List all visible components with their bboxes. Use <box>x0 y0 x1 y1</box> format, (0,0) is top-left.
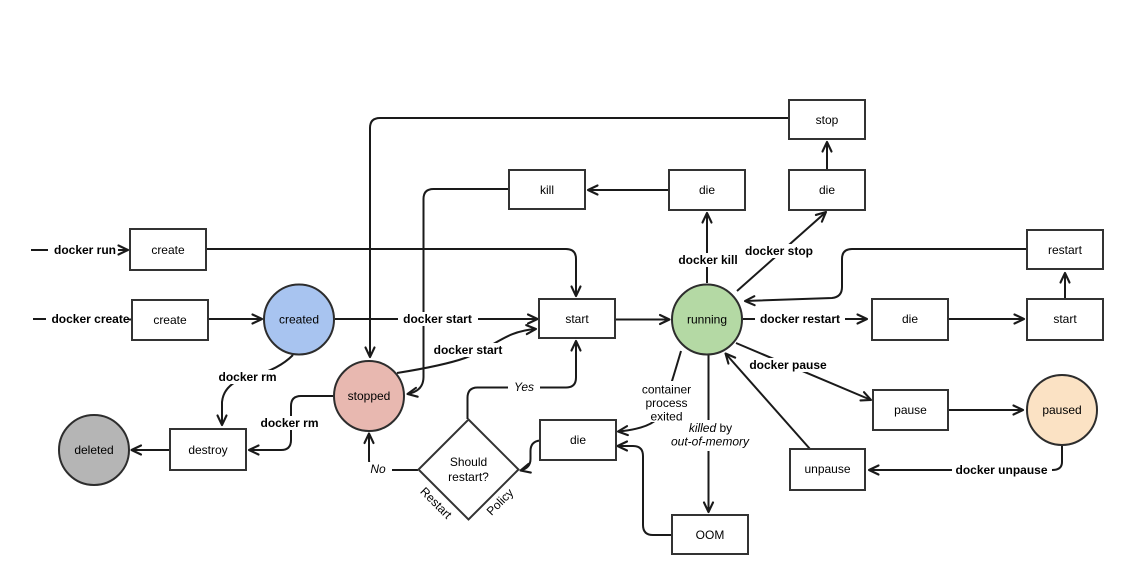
svg-text:unpause: unpause <box>804 462 850 476</box>
svg-text:out-of-memory: out-of-memory <box>671 435 750 449</box>
svg-text:kill: kill <box>540 183 554 197</box>
svg-text:docker rm: docker rm <box>218 370 276 384</box>
svg-text:running: running <box>687 313 727 327</box>
svg-text:process: process <box>645 396 687 410</box>
svg-text:container: container <box>642 383 691 397</box>
svg-text:die: die <box>699 183 715 197</box>
svg-text:docker kill: docker kill <box>678 253 737 267</box>
svg-text:Should: Should <box>450 455 487 469</box>
svg-text:docker stop: docker stop <box>745 244 813 258</box>
svg-text:start: start <box>565 312 589 326</box>
svg-text:restart?: restart? <box>448 470 489 484</box>
svg-text:restart: restart <box>1048 243 1083 257</box>
svg-text:docker start: docker start <box>434 343 503 357</box>
svg-text:paused: paused <box>1042 403 1081 417</box>
svg-text:killed by: killed by <box>689 421 732 435</box>
svg-text:pause: pause <box>894 403 927 417</box>
svg-text:docker rm: docker rm <box>260 416 318 430</box>
svg-text:die: die <box>570 433 586 447</box>
svg-text:docker restart: docker restart <box>760 312 840 326</box>
svg-text:create: create <box>151 243 185 257</box>
svg-text:start: start <box>1053 312 1077 326</box>
svg-text:stopped: stopped <box>348 389 391 403</box>
svg-text:exited: exited <box>650 410 682 424</box>
svg-text:No: No <box>370 462 386 476</box>
svg-text:Yes: Yes <box>514 380 534 394</box>
svg-text:docker unpause: docker unpause <box>955 463 1047 477</box>
svg-text:create: create <box>153 313 187 327</box>
svg-text:docker run: docker run <box>54 243 116 257</box>
svg-text:OOM: OOM <box>696 528 725 542</box>
svg-text:die: die <box>902 312 918 326</box>
svg-text:docker create: docker create <box>51 312 129 326</box>
svg-text:deleted: deleted <box>74 443 113 457</box>
svg-text:stop: stop <box>816 113 839 127</box>
svg-text:die: die <box>819 183 835 197</box>
svg-text:destroy: destroy <box>188 443 227 457</box>
svg-text:created: created <box>279 313 319 327</box>
svg-text:docker pause: docker pause <box>749 358 827 372</box>
svg-text:docker start: docker start <box>403 312 472 326</box>
